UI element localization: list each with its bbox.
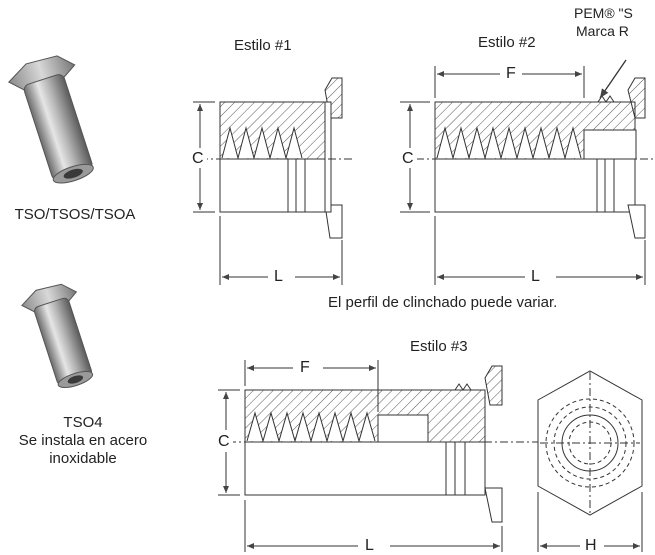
style1-drawing [193,77,352,285]
style3-dim-f: F [297,359,313,377]
style3-dim-h: H [582,537,600,555]
tso4-caption-line-2: Se instala en acero [18,432,148,449]
style1-dim-l: L [271,268,286,286]
tso4-standoff-photo [21,283,94,388]
style2-drawing [400,59,655,285]
tso4-caption-line-1: TSO4 [63,414,103,431]
pem-callout-line-2: Marca R [576,23,629,39]
tso4-caption-line-3: inoxidable [49,450,117,467]
tso4-caption: TSO4 Se instala en acero inoxidable [0,414,166,468]
style3-title: Estilo #3 [410,338,468,355]
style2-dim-l: L [528,268,543,286]
tso-caption: TSO/TSOS/TSOA [14,206,136,223]
style2-dim-c: C [399,150,417,168]
style1-title: Estilo #1 [234,37,292,54]
style3-dim-l: L [362,537,377,555]
pem-callout-line-1: PEM® "S [574,5,633,21]
style2-title: Estilo #2 [478,34,536,51]
style1-dim-c: C [189,150,207,168]
clinch-profile-note: El perfil de clinchado puede variar. [328,294,558,311]
style3-drawing [218,360,643,552]
style2-dim-f: F [503,65,519,83]
tso-standoff-photo [7,55,94,184]
style3-dim-c: C [215,433,233,451]
